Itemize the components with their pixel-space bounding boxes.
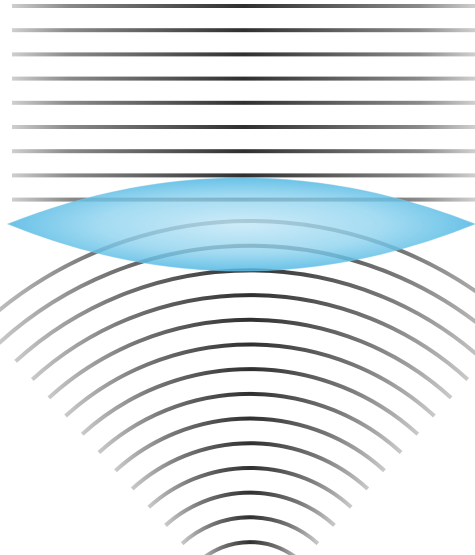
converging-wavefront-arc <box>180 515 320 546</box>
converging-wavefront-arc <box>164 490 336 527</box>
plane-wavefront-line <box>12 52 475 57</box>
plane-wavefront-line <box>12 4 475 8</box>
plane-wavefront-line <box>12 125 475 129</box>
converging-wavefront-arc <box>47 317 453 400</box>
biconvex-lens <box>6 177 475 272</box>
converging-wavefront-arc <box>204 540 296 555</box>
plane-wavefront-line <box>12 173 475 178</box>
converging-wavefront-arc <box>30 293 470 381</box>
plane-wavefront-line <box>12 149 475 154</box>
converging-wavefront-arc <box>114 416 386 473</box>
converging-wavefront-arc <box>64 342 436 418</box>
plane-wavefront-line <box>12 100 475 105</box>
converging-wavefront-arc <box>130 441 370 491</box>
plane-wavefronts <box>12 4 475 202</box>
converging-wavefronts <box>0 218 475 555</box>
converging-wavefront-arc <box>97 392 403 454</box>
plane-wavefront-line <box>12 28 475 33</box>
converging-wavefront-arc <box>80 367 420 436</box>
plane-wavefront-line <box>12 76 475 81</box>
converging-wavefront-arc <box>147 465 353 509</box>
